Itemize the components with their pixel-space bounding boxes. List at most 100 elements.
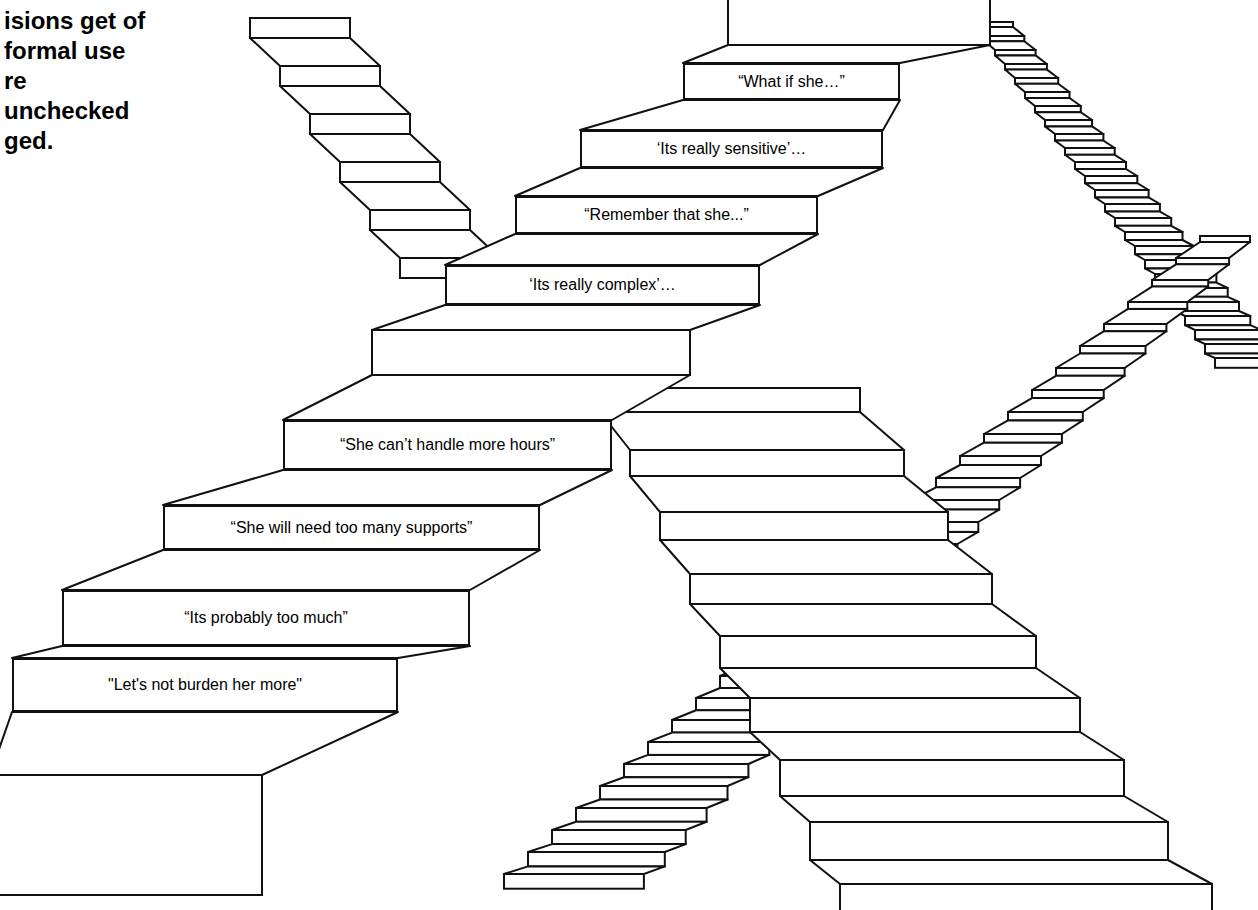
stair-tread bbox=[62, 550, 540, 590]
step-label: “What if she…” bbox=[738, 73, 845, 91]
stair-tread bbox=[1008, 398, 1104, 412]
stair-riser bbox=[1115, 218, 1171, 226]
stair-step-box: “Its probably too much” bbox=[62, 590, 470, 646]
stair-tread bbox=[515, 168, 883, 196]
stair-riser bbox=[810, 822, 1168, 860]
stair-tread bbox=[780, 796, 1168, 822]
stair-riser bbox=[1185, 316, 1250, 325]
stair-tread bbox=[995, 55, 1047, 64]
step-label: “She will need too many supports” bbox=[231, 519, 473, 537]
stair-step-box: “What if she…” bbox=[683, 63, 900, 100]
stair-tread bbox=[1152, 264, 1229, 280]
stair-tread bbox=[750, 732, 1124, 760]
stair-riser bbox=[1065, 148, 1115, 155]
step-label: ‘Its really complex’… bbox=[529, 276, 676, 294]
step-label: “Remember that she...” bbox=[584, 206, 749, 224]
stair-tread bbox=[250, 38, 380, 66]
stair-riser bbox=[780, 760, 1124, 796]
stair-tread bbox=[690, 604, 1036, 636]
stair-tread bbox=[1080, 331, 1166, 346]
stair-step-box: ‘Its really sensitive’… bbox=[580, 130, 883, 168]
stair-tread bbox=[280, 86, 410, 114]
stair-tread bbox=[1176, 242, 1250, 258]
stair-tread bbox=[1055, 141, 1115, 148]
stair-tread bbox=[283, 375, 690, 420]
stair-riser bbox=[750, 698, 1080, 732]
stair-riser bbox=[840, 884, 1212, 910]
stair-tread bbox=[163, 470, 612, 505]
stair-riser bbox=[1085, 176, 1137, 183]
stair-tread bbox=[810, 860, 1212, 884]
step-label: “She can’t handle more hours” bbox=[340, 436, 555, 454]
stair-riser bbox=[1032, 390, 1104, 398]
stair-riser bbox=[728, 0, 990, 45]
stair-riser bbox=[552, 830, 686, 844]
stair-tread bbox=[552, 822, 707, 830]
stair-tread bbox=[984, 420, 1083, 434]
stair-riser bbox=[1195, 330, 1258, 339]
stair-step-box: “She can’t handle more hours” bbox=[283, 420, 612, 470]
stair-tread bbox=[1075, 169, 1137, 176]
stair-tread bbox=[630, 476, 948, 512]
stair-riser bbox=[1125, 232, 1183, 240]
stair-tread bbox=[504, 866, 665, 874]
stair-riser bbox=[690, 574, 992, 604]
stair-tread bbox=[372, 305, 760, 330]
stair-step-box: “She will need too many supports” bbox=[163, 505, 540, 550]
stair-tread bbox=[985, 41, 1036, 50]
stair-tread bbox=[1025, 98, 1081, 106]
step-label: “Its probably too much” bbox=[184, 609, 348, 627]
stair-riser bbox=[936, 478, 1020, 487]
stair-step-box: “Remember that she...” bbox=[515, 196, 818, 234]
stair-riser bbox=[1105, 204, 1160, 212]
stair-tread bbox=[1035, 112, 1092, 120]
stair-riser bbox=[372, 330, 690, 375]
stair-tread bbox=[1056, 354, 1146, 369]
stair-tread bbox=[1128, 287, 1208, 302]
stair-riser bbox=[250, 18, 350, 38]
stair-tread bbox=[960, 443, 1062, 456]
stair-step-box: ‘Its really complex’… bbox=[445, 265, 760, 305]
stair-riser bbox=[370, 210, 470, 230]
stair-tread bbox=[1015, 84, 1070, 92]
stair-riser bbox=[648, 742, 769, 755]
stair-riser bbox=[984, 434, 1062, 443]
stair-riser bbox=[630, 450, 904, 476]
stair-tread bbox=[528, 844, 686, 852]
stair-riser bbox=[660, 512, 948, 540]
stair-riser bbox=[1095, 190, 1149, 197]
stair-riser bbox=[1205, 344, 1258, 354]
step-label: "Let's not burden her more" bbox=[108, 676, 302, 694]
stair-riser bbox=[340, 162, 440, 182]
stair-tread bbox=[1005, 70, 1058, 78]
stair-tread bbox=[624, 755, 769, 764]
heading-text: isions get of formal use re unchecked ge… bbox=[4, 6, 154, 156]
stair-tread bbox=[936, 465, 1041, 478]
stair-riser bbox=[1080, 346, 1146, 354]
stair-riser bbox=[504, 874, 644, 889]
stair-tread bbox=[12, 646, 470, 658]
stair-riser bbox=[1075, 162, 1126, 169]
stair-riser bbox=[1215, 358, 1258, 368]
stair-tread bbox=[310, 134, 440, 162]
stair-riser bbox=[600, 786, 728, 800]
stair-riser bbox=[576, 808, 707, 822]
stair-tread bbox=[0, 712, 398, 775]
stair-riser bbox=[310, 114, 410, 134]
stair-tread bbox=[445, 234, 818, 265]
stair-riser bbox=[960, 456, 1041, 465]
stair-riser bbox=[720, 636, 1036, 668]
stair-tread bbox=[340, 182, 470, 210]
stair-riser bbox=[280, 66, 380, 86]
stair-tread bbox=[600, 777, 748, 786]
stair-tread bbox=[1032, 376, 1125, 390]
stair-riser bbox=[528, 852, 665, 866]
step-label: ‘Its really sensitive’… bbox=[657, 140, 806, 158]
stair-tread bbox=[1085, 183, 1149, 190]
stair-riser bbox=[624, 764, 748, 777]
stair-riser bbox=[1128, 302, 1187, 309]
stair-riser bbox=[1008, 412, 1083, 420]
stair-riser bbox=[1056, 368, 1125, 376]
stair-tread bbox=[683, 45, 990, 63]
